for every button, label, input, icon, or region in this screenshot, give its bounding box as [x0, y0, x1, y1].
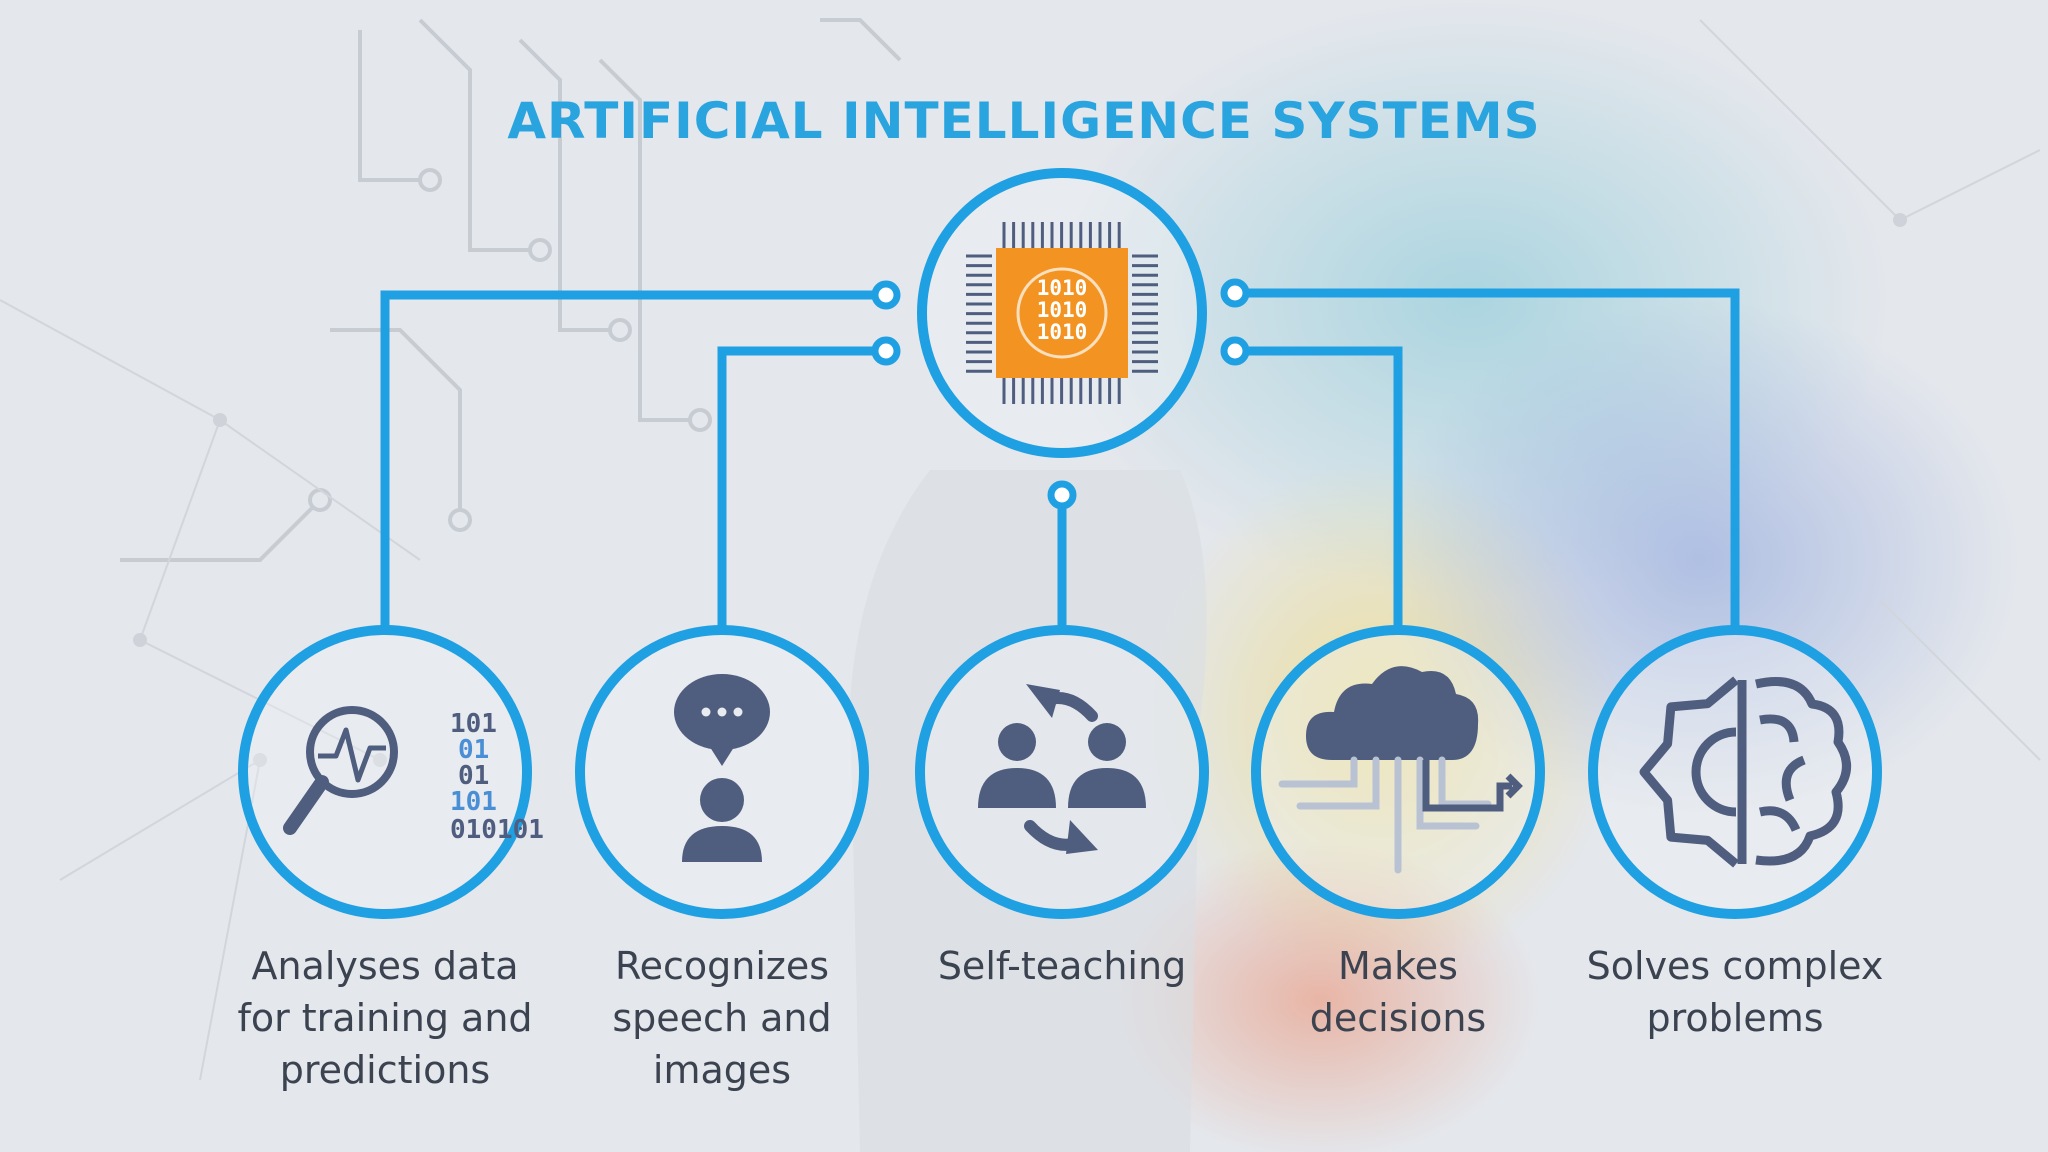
binary-digits: 101 — [450, 709, 497, 739]
person-left-body — [978, 768, 1056, 808]
wire — [1278, 756, 1358, 788]
person-body — [682, 826, 762, 862]
speech-dot — [701, 707, 711, 717]
gear-hole — [1691, 727, 1737, 817]
speech-dot — [717, 707, 727, 717]
chip-binary-line: 1010 — [1037, 276, 1088, 300]
magnifier-handle — [283, 775, 329, 835]
speech-dot — [733, 707, 743, 717]
connector-line — [1235, 346, 1403, 630]
gear-brain-icon — [1639, 676, 1851, 868]
gear-half — [1639, 676, 1739, 868]
chip-binary-line: 1010 — [1037, 298, 1088, 322]
arrow-top-head — [1026, 684, 1060, 718]
page-title: ARTIFICIAL INTELLIGENCE SYSTEMS — [507, 92, 1541, 150]
binary-digits: 010101 — [450, 815, 544, 845]
brain-outline — [1755, 677, 1851, 866]
person-head — [700, 778, 744, 822]
circle-layer — [238, 168, 1882, 919]
connector-dot — [1047, 480, 1077, 510]
connector-dot — [1220, 278, 1250, 308]
person-right-body — [1068, 768, 1146, 808]
chip-pins — [966, 222, 1158, 404]
wires — [1278, 756, 1492, 874]
connector-lines — [380, 278, 1740, 630]
label-recognizes-speech: Recognizes speech and images — [612, 944, 832, 1092]
speech-bubble-tail — [708, 744, 736, 766]
binary-digits: 01 — [458, 735, 489, 765]
connector-dot — [871, 280, 901, 310]
binary-digits: 101 — [450, 787, 497, 817]
cloud-decision-icon — [1278, 666, 1523, 874]
brain-fold — [1781, 755, 1806, 802]
label-solves-problems: Solves complex problems — [1586, 944, 1884, 1040]
function-circle — [1588, 625, 1882, 919]
speech-recognition-icon — [674, 674, 770, 862]
brain-fold — [1759, 714, 1799, 743]
wire — [1416, 756, 1480, 830]
connector-line — [717, 346, 886, 630]
person-right-head — [1088, 723, 1126, 761]
pulse-line — [318, 727, 386, 783]
self-teaching-icon — [978, 684, 1146, 854]
label-self-teaching: Self-teaching — [937, 944, 1187, 988]
decision-arrow — [1505, 773, 1523, 799]
cloud — [1306, 666, 1479, 760]
connector-dot — [1220, 336, 1250, 366]
person-left-head — [998, 723, 1036, 761]
function-circle — [575, 625, 869, 919]
connector-line — [380, 290, 886, 630]
connector-line — [1235, 288, 1740, 630]
function-circle — [915, 625, 1209, 919]
label-analyses-data: Analyses data for training and predictio… — [237, 944, 533, 1092]
chip-ring — [1016, 267, 1108, 359]
decision-path — [1422, 760, 1512, 812]
wire — [1438, 756, 1492, 808]
label-makes-decisions: Makes decisions — [1309, 944, 1487, 1040]
wire — [1296, 756, 1380, 810]
magnifier-lens — [306, 706, 398, 798]
connector-dot — [871, 336, 901, 366]
chip-binary-line: 1010 — [1037, 320, 1088, 344]
binary-digits: 01 — [458, 761, 489, 791]
brain-fold — [1758, 806, 1801, 832]
arrow-bottom-head — [1066, 820, 1098, 854]
